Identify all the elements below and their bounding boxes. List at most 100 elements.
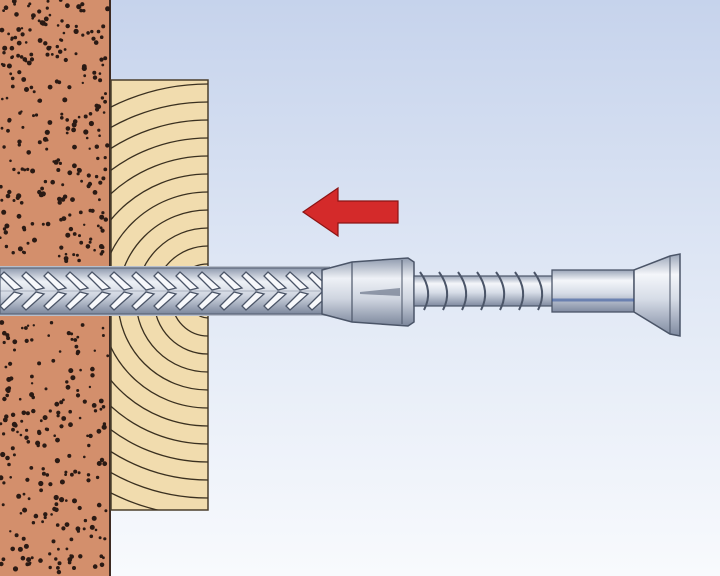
wall-speckle [70,375,76,381]
wall-speckle [2,145,6,149]
plug-barb [87,291,112,311]
wall-speckle [12,453,16,457]
wall-speckle [56,569,62,575]
wall-speckle [96,502,102,508]
wall-speckle [67,85,72,90]
screw-head [551,253,681,337]
wall-speckle [85,244,91,249]
plug-barb [175,271,200,291]
wall-speckle [65,126,71,131]
wall-speckle [5,193,11,199]
wall-speckle [45,221,51,227]
wall-speckle [20,555,26,561]
plug-barb [285,271,310,291]
wall-speckle [83,518,88,523]
wall-speckle [41,471,46,476]
wall-speckle [76,352,79,356]
wall-speckle [98,180,103,185]
wall-speckle [5,393,9,398]
wall-speckle [103,99,107,104]
wall-speckle [20,419,24,423]
wall-speckle [3,5,9,10]
wall-speckle [79,368,82,372]
wall-speckle [92,70,97,75]
wall-speckle [43,515,47,520]
wall-speckle [60,116,64,120]
wall-speckle [57,547,60,551]
wall-speckle [72,498,77,504]
wall-speckle [41,222,45,226]
wall-speckle [7,189,12,195]
wall-speckle [65,547,69,551]
plug-barb [241,271,266,291]
wall-speckle [0,198,4,202]
wall-speckle [12,566,19,572]
wall-speckle [30,374,34,379]
wall-speckle [12,339,18,345]
wall-speckle [98,78,103,83]
wall-speckle [53,434,56,438]
wall-speckle [27,497,31,501]
wall-speckle [37,19,41,23]
wall-speckle [64,259,69,263]
wall-speckle [69,554,75,559]
wall-speckle [75,393,81,398]
plug-barb [153,291,178,311]
wall-speckle [6,63,12,69]
wall-speckle [54,557,58,561]
wood-grain-ring [111,155,208,445]
wall-speckle [2,9,5,13]
wall-speckle [29,85,34,90]
wall-speckle [48,565,52,570]
wall-speckle [56,168,61,172]
wall-speckle [29,392,35,398]
wall-speckle [0,126,4,130]
wall-speckle [9,476,12,479]
wall-speckle [89,534,94,539]
wall-speckle [98,134,101,137]
wall-speckle [25,477,30,482]
wall-speckle [100,228,105,233]
wall-speckle [60,19,64,23]
wall-speckle [103,167,108,172]
wall-speckle [50,513,53,516]
wall-speckle [17,139,22,144]
wall-speckle [61,416,67,421]
wall-speckle [54,502,59,507]
wall-speckle [83,223,86,226]
wall-speckle [29,466,34,470]
wall-speckle [22,507,28,513]
wall-speckle [42,443,47,448]
wall-speckle [12,167,16,172]
wall-speckle [58,350,62,353]
wall-speckle [74,24,78,28]
wall-speckle [9,530,12,533]
wall-speckle [56,566,60,570]
wall-speckle [92,75,98,80]
wall-speckle [77,471,81,475]
wood-grain-ring [111,137,208,463]
wall-speckle [18,111,22,115]
wall-speckle [87,443,91,448]
wall-speckle [70,197,75,203]
wall-speckle [62,398,65,402]
wall-speckle [21,77,27,82]
wall-speckle [65,232,71,238]
wall-speckle [24,435,29,440]
plug-barb [153,271,178,291]
wall-speckle [63,57,68,63]
wall-speckle [70,472,74,477]
wall-speckle [48,482,53,487]
wall-speckle [88,112,93,116]
wall-speckle [79,240,84,245]
wall-speckle [81,81,85,85]
wall-speckle [32,114,35,118]
wall-speckle [17,546,23,552]
wall-speckle [44,427,49,431]
wall-speckle [28,2,32,6]
wall-speckle [17,143,21,147]
wall-speckle [80,323,85,327]
wall-speckle [9,159,12,163]
wall-speckle [43,16,49,22]
